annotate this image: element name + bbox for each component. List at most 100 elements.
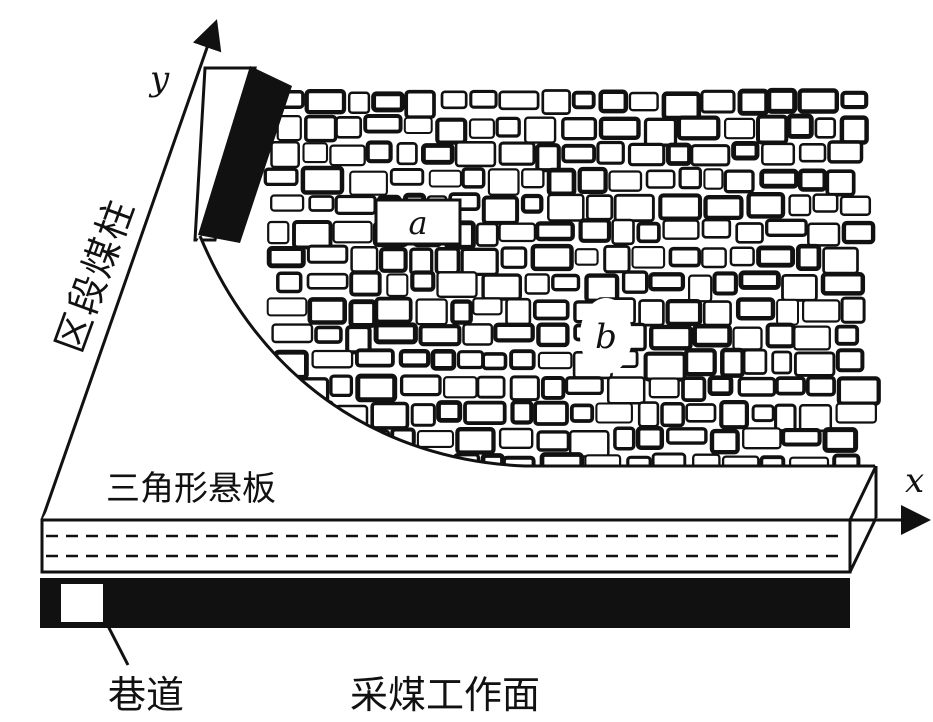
rock-fragment bbox=[524, 116, 557, 144]
rock-fragment bbox=[776, 298, 799, 326]
rock-fragment bbox=[621, 270, 649, 294]
rock-fragment bbox=[797, 168, 828, 192]
rock-fragment bbox=[795, 243, 822, 272]
rock-fragment bbox=[266, 297, 308, 317]
rock-fragment bbox=[564, 376, 604, 396]
rock-fragment bbox=[683, 348, 717, 377]
rock-fragment bbox=[302, 142, 329, 164]
rock-fragment bbox=[561, 116, 598, 141]
rock-fragment bbox=[409, 247, 434, 276]
slab-front-face bbox=[40, 518, 852, 574]
rock-fragment bbox=[737, 88, 770, 116]
rock-fragment bbox=[270, 141, 300, 169]
rock-fragment bbox=[690, 144, 731, 167]
rock-fragment bbox=[430, 348, 457, 371]
rock-fragment bbox=[631, 246, 666, 269]
rock-fragment bbox=[781, 273, 818, 302]
rock-fragment bbox=[611, 218, 635, 246]
rock-fragment bbox=[463, 400, 507, 426]
rock-fragment bbox=[354, 348, 395, 368]
rock-fragment bbox=[349, 270, 382, 297]
rock-fragment bbox=[645, 169, 676, 189]
rock-fragment bbox=[547, 193, 585, 222]
rock-fragment bbox=[835, 348, 865, 373]
rock-fragment bbox=[334, 194, 377, 215]
rock-fragment bbox=[738, 270, 781, 290]
rock-fragment bbox=[712, 271, 738, 296]
rock-fragment bbox=[775, 376, 806, 396]
rock-fragment bbox=[678, 166, 702, 190]
rock-fragment bbox=[399, 374, 442, 397]
rock-fragment bbox=[627, 142, 666, 167]
rock-fragment bbox=[636, 221, 661, 244]
rock-fragment bbox=[788, 194, 812, 217]
rock-fragment bbox=[348, 299, 378, 328]
rock-fragment bbox=[500, 246, 528, 269]
rock-fragment bbox=[731, 140, 760, 161]
rock-fragment bbox=[540, 376, 566, 400]
rock-fragment bbox=[638, 299, 665, 327]
rock-fragment bbox=[658, 193, 703, 221]
rock-fragment bbox=[440, 90, 468, 110]
rock-fragment bbox=[534, 221, 575, 242]
rock-fragment bbox=[350, 245, 379, 273]
rock-fragment bbox=[403, 116, 433, 134]
rock-fragment bbox=[311, 349, 354, 369]
rock-fragment bbox=[535, 143, 561, 173]
rock-fragment bbox=[598, 89, 629, 114]
rock-fragment bbox=[498, 427, 534, 449]
rock-fragment bbox=[435, 117, 468, 145]
rock-fragment bbox=[835, 402, 877, 424]
rock-fragment bbox=[314, 325, 343, 344]
rock-fragment bbox=[410, 270, 436, 292]
working-face-label: 采煤工作面 bbox=[350, 673, 540, 717]
rock-fragment bbox=[276, 271, 303, 294]
rock-fragment bbox=[266, 246, 306, 269]
rock-fragment bbox=[793, 325, 831, 351]
rock-fragment bbox=[742, 427, 782, 450]
rock-fragment bbox=[530, 243, 574, 272]
rock-fragment bbox=[756, 114, 789, 145]
region-a-label: a bbox=[408, 204, 427, 242]
rock-fragment bbox=[537, 351, 573, 370]
rock-fragment bbox=[536, 322, 570, 348]
rock-fragment bbox=[509, 375, 540, 402]
rock-fragment bbox=[719, 400, 749, 430]
rock-fragment bbox=[329, 144, 366, 167]
rock-fragment bbox=[389, 168, 425, 186]
rock-fragment bbox=[585, 194, 614, 221]
rock-fragment bbox=[398, 349, 431, 368]
rock-fragment bbox=[577, 166, 608, 195]
rock-fragment bbox=[732, 326, 763, 351]
rock-fragment bbox=[520, 193, 544, 214]
rock-fragment bbox=[536, 430, 571, 452]
region-b-clear bbox=[580, 298, 632, 374]
rock-fragment bbox=[840, 90, 869, 110]
rock-fragment bbox=[276, 114, 302, 142]
rock-fragment bbox=[460, 247, 499, 277]
rock-fragment bbox=[771, 350, 793, 375]
rock-fragment bbox=[812, 193, 839, 213]
rock-fragment bbox=[574, 248, 599, 266]
region-b-label: b bbox=[595, 317, 617, 357]
rock-fragment bbox=[703, 195, 744, 221]
rock-fragment bbox=[469, 89, 498, 109]
rock-fragment bbox=[648, 377, 680, 399]
rock-fragment bbox=[735, 297, 776, 321]
rock-fragment bbox=[532, 299, 570, 321]
rock-fragment bbox=[723, 117, 756, 140]
rock-fragment bbox=[472, 297, 503, 316]
rock-fragment bbox=[822, 427, 859, 453]
rock-fragment bbox=[608, 170, 643, 192]
rock-fragment bbox=[267, 220, 290, 245]
rock-fragment bbox=[798, 143, 827, 163]
rock-fragment bbox=[428, 169, 462, 188]
rock-fragment bbox=[396, 142, 418, 166]
rock-fragment bbox=[820, 272, 866, 296]
rock-fragment bbox=[335, 116, 363, 139]
rock-fragment bbox=[805, 375, 836, 397]
rock-fragment bbox=[370, 401, 410, 430]
rock-fragment bbox=[814, 117, 837, 139]
rock-fragment bbox=[735, 222, 764, 244]
slab-right-bottom-edge bbox=[848, 517, 878, 573]
